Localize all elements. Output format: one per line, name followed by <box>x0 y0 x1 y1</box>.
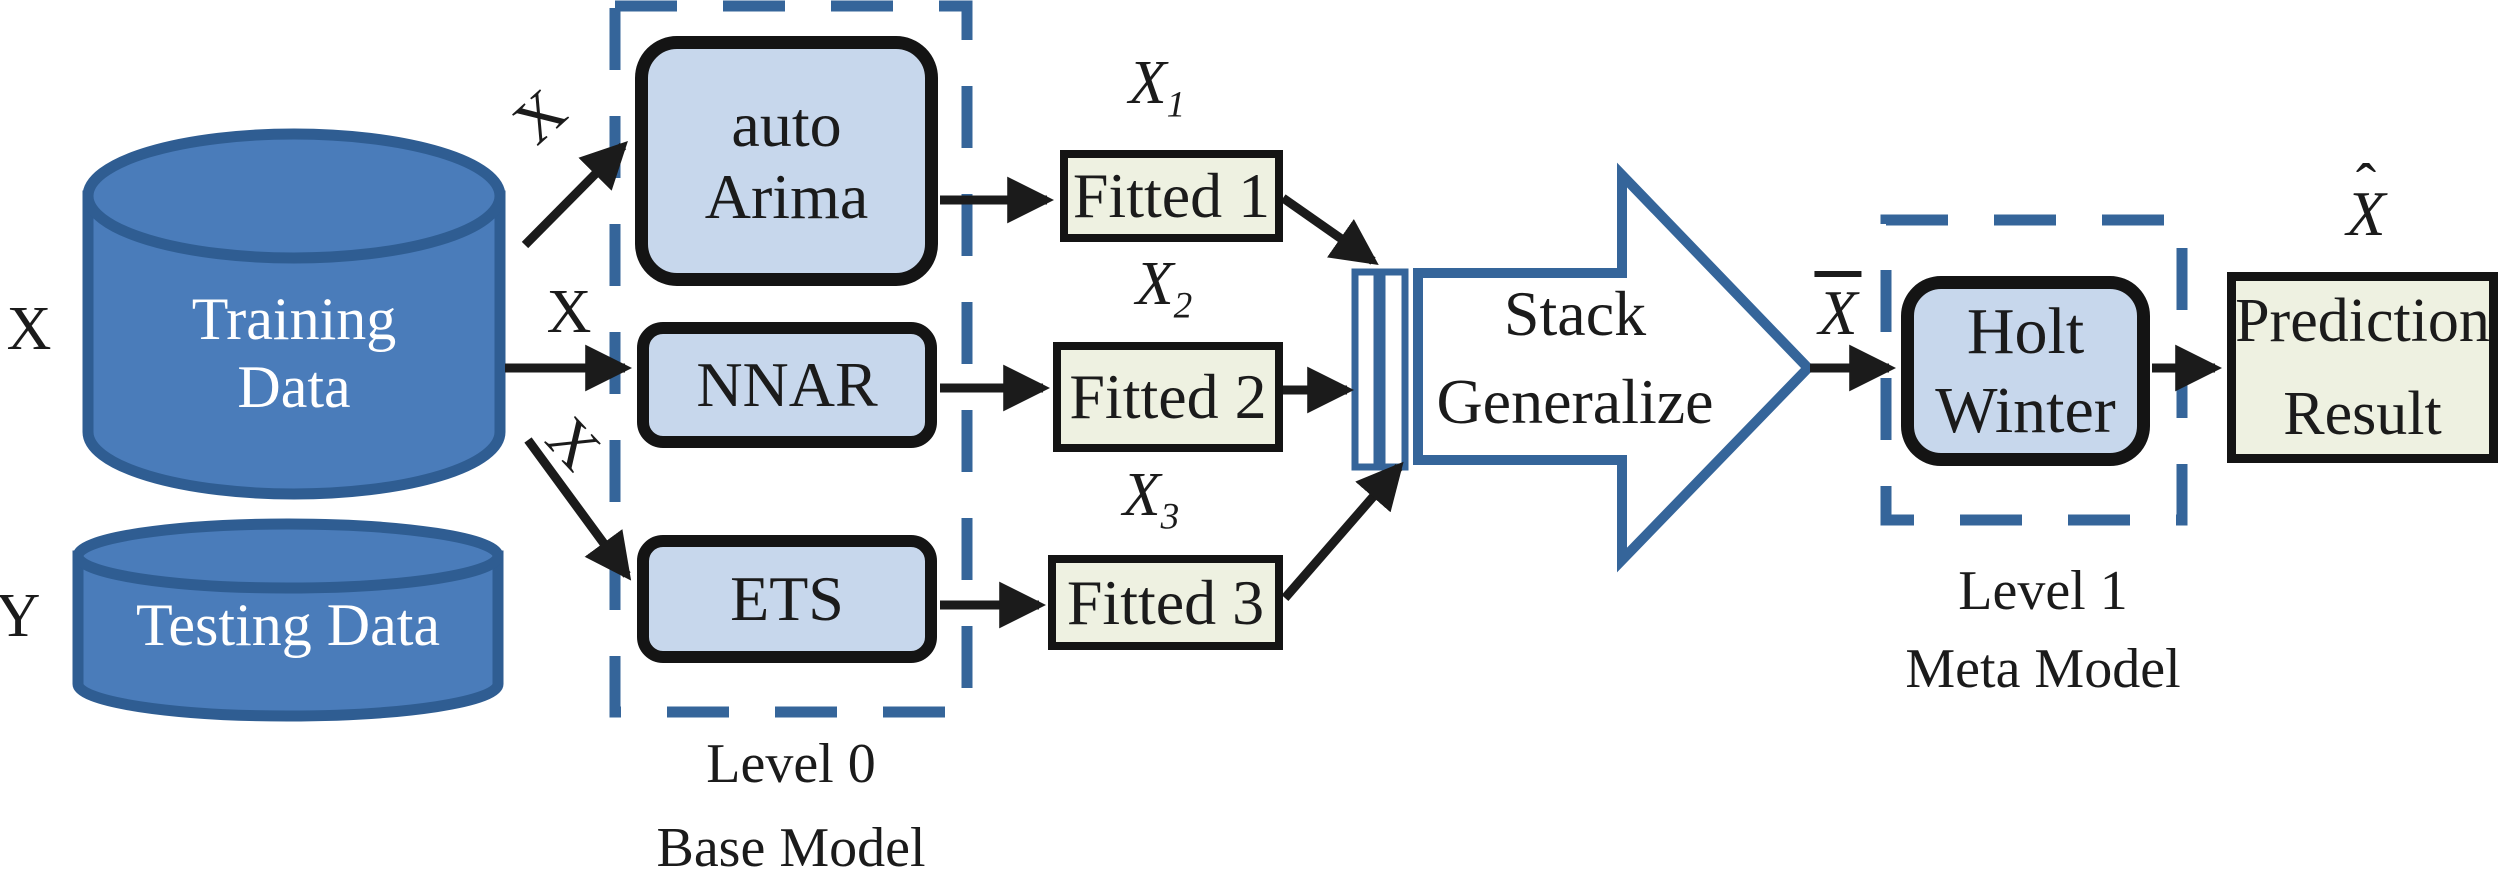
fitted2-box: Fitted 2 <box>1053 342 1283 452</box>
x3-label: X3 <box>1123 464 1179 536</box>
level1-caption-line1: Level 1 <box>1958 560 2128 622</box>
x-hat-base: X <box>2346 178 2386 249</box>
stack-slab-1 <box>1351 268 1381 471</box>
holt-winter-box: Holt Winter <box>1901 276 2150 466</box>
training-io-x-label: X <box>6 295 52 363</box>
stack-line2: Generalize <box>1436 366 1714 437</box>
training-line2: Data <box>237 354 351 420</box>
level0-caption-line1: Level 0 <box>706 733 876 795</box>
training-data-label: Training Data <box>88 260 500 448</box>
x-hat-label: ˆ X <box>2346 156 2385 246</box>
level1-caption-line2: Meta Model <box>1905 638 2181 700</box>
x3-base: X <box>1122 461 1161 530</box>
testing-data-cylinder <box>72 518 504 722</box>
testing-io-y-label: Y <box>0 582 41 650</box>
training-data-cylinder <box>82 128 506 500</box>
x2-base: X <box>1135 250 1174 319</box>
ets-label: ETS <box>730 563 844 635</box>
nnar-box: NNAR <box>637 322 937 448</box>
arrow-fitted1-to-stack <box>1280 194 1379 266</box>
fitted1-box: Fitted 1 <box>1060 150 1283 242</box>
x-bar-base: X <box>1814 271 1862 345</box>
stack-generalize-label: Stack Generalize <box>1430 270 1720 446</box>
ets-box: ETS <box>637 535 937 663</box>
stack-generalize-arrow <box>1413 162 1815 573</box>
level0-caption: Level 0 Base Model <box>615 722 967 876</box>
prediction-result-box: Prediction Result <box>2227 272 2498 463</box>
auto-arima-line2: Arima <box>704 161 869 232</box>
cylinder-top-ellipse <box>82 128 506 264</box>
x-hat-accent: ˆ <box>2355 152 2377 220</box>
nnar-label: NNAR <box>696 349 878 421</box>
prediction-line1: Prediction <box>2235 286 2490 355</box>
x1-base: X <box>1128 49 1167 118</box>
holt-winter-line1: Holt <box>1966 294 2085 368</box>
fitted1-label: Fitted 1 <box>1072 160 1271 231</box>
testing-data-label: Testing Data <box>78 560 498 692</box>
fitted3-box: Fitted 3 <box>1048 555 1283 650</box>
auto-arima-line1: auto <box>731 89 842 161</box>
x1-label: X1 <box>1129 52 1185 124</box>
auto-arima-box: auto Arima <box>635 36 938 286</box>
fitted2-label: Fitted 2 <box>1069 361 1267 432</box>
stack-line1: Stack <box>1503 278 1647 349</box>
x-label-to-nnar: X <box>546 278 592 346</box>
testing-line: Testing Data <box>135 592 441 659</box>
arrow-fitted3-to-stack <box>1281 461 1404 601</box>
training-line1: Training <box>191 286 397 353</box>
x-bar-label: X <box>1814 271 1862 345</box>
arrow-training-to-auto-arima <box>521 141 628 249</box>
x2-sub: 2 <box>1173 285 1193 327</box>
x1-sub: 1 <box>1166 84 1186 126</box>
cylinder-top-ellipse <box>72 518 504 594</box>
arrow-training-to-ets <box>524 437 632 581</box>
level1-caption: Level 1 Meta Model <box>1860 552 2226 708</box>
level0-caption-line2: Base Model <box>656 817 926 876</box>
fitted3-label: Fitted 3 <box>1066 566 1265 638</box>
prediction-line2: Result <box>2283 379 2442 448</box>
stack-slab-2 <box>1378 268 1409 471</box>
x3-sub: 3 <box>1160 496 1180 538</box>
holt-winter-line2: Winter <box>1935 374 2116 447</box>
x2-label: X2 <box>1136 253 1192 325</box>
